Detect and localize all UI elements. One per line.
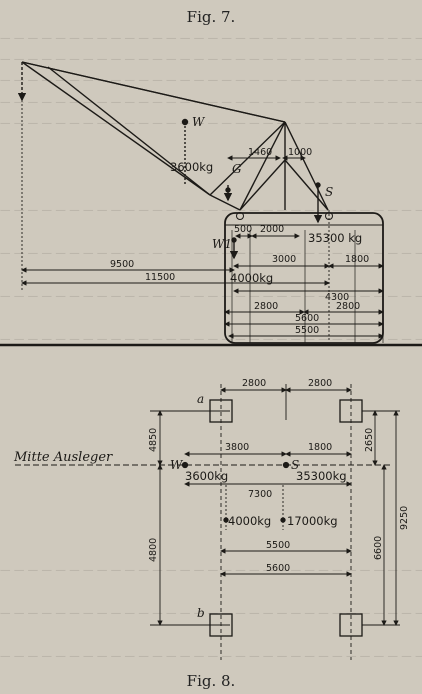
crane-base [224,210,384,344]
dim-plan-4800: 4800 [148,538,159,562]
dim-9500: 9500 [110,259,134,270]
dim-plan-7300: 7300 [248,489,272,500]
dim-1460: 1460 [248,147,272,158]
dim-plan-3800: 3800 [225,442,249,453]
label-W-load: 3600kg [170,160,213,174]
label-W-plan: W [170,458,184,472]
dim-1800: 1800 [345,254,369,265]
figure-7-drawing [0,61,422,347]
dim-plan-2650: 2650 [364,428,375,452]
label-W1-load-plan: 4000kg [228,514,271,528]
figure-7-caption: Fig. 7. [186,8,236,26]
label-S-load-plan: 35300kg [296,469,347,483]
dim-plan-2800b: 2800 [308,378,332,389]
dim-plan-5600: 5600 [266,563,290,574]
label-S-plan: S [291,458,299,472]
dim-2800a: 2800 [254,301,278,312]
dim-1000: 1000 [288,147,312,158]
label-S: S [325,185,333,199]
label-G: G [232,162,242,176]
dim-plan-9250: 9250 [399,506,410,530]
label-mitte-ausleger: Mitte Ausleger [13,450,113,465]
figure-8-drawing [15,384,400,660]
label-G-load-plan: 17000kg [287,514,338,528]
label-b: b [197,606,205,620]
dim-plan-4850: 4850 [148,428,159,452]
figure-8-caption: Fig. 8. [186,672,236,690]
support-a-right [339,399,363,423]
dim-plan-1800: 1800 [308,442,332,453]
label-a: a [197,392,204,406]
dim-2000: 2000 [260,224,284,235]
dim-3000: 3000 [272,254,296,265]
dim-plan-2800a: 2800 [242,378,266,389]
dim-plan-6600: 6600 [373,536,384,560]
label-S-load: 35300 kg [308,231,362,245]
dim-5600: 5600 [295,313,319,324]
label-W-load-plan: 3600kg [185,469,228,483]
dim-2800b: 2800 [336,301,360,312]
dim-plan-5500: 5500 [266,540,290,551]
dim-5500: 5500 [295,325,319,336]
label-W1-load: 4000kg [230,271,273,285]
label-W1: W1 [212,237,232,251]
dim-11500: 11500 [145,272,175,283]
dim-500: 500 [234,224,252,235]
dim-4300: 4300 [325,292,349,303]
label-W: W [192,115,206,129]
crane-boom [21,61,329,211]
